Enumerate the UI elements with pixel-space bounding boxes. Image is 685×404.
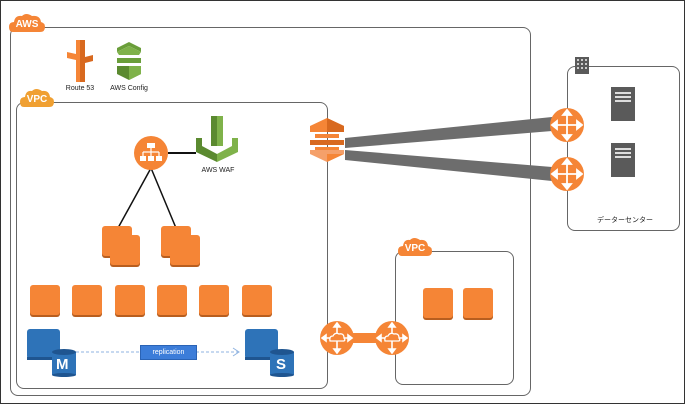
rds-master: M [27,329,77,377]
aws-config-icon [117,42,141,80]
corporate-datacenter-icon [575,57,589,74]
vpc-main-tag: VPC [20,88,54,108]
customer-gateway-router-icon [550,108,584,142]
instance [242,285,272,315]
cloud-icon [398,238,432,256]
instance [72,285,102,315]
cloud-icon [9,14,45,32]
rds-master-icon [27,329,76,377]
aws-config-label: AWS Config [110,85,148,92]
aws-cloud-tag: AWS [9,13,45,33]
vpc-peer-tag-label: VPC [404,243,426,254]
instance [110,235,140,265]
instance [157,285,187,315]
vpc-peer-tag: VPC [398,237,432,257]
rds-slave-letter: S [276,356,287,373]
load-balancer-icon [134,136,168,170]
aws-waf-label: AWS WAF [201,167,235,174]
instance [115,285,145,315]
vpc-peer-group [395,251,514,385]
instance [463,288,493,318]
server-icon [611,143,635,177]
rds-slave: S [245,329,295,377]
route53-icon [67,40,93,82]
aws-tag-label: AWS [15,19,39,30]
customer-gateway-router-icon [550,157,584,191]
vpc-main-tag-label: VPC [26,94,48,105]
vpc-peering-router-icon [320,321,354,355]
instance [170,235,200,265]
replication-label: replication [140,345,197,360]
route53-label: Route 53 [65,85,95,92]
rds-master-letter: M [56,356,69,373]
peering-link [352,333,378,343]
instance [423,288,453,318]
virtual-gateway-icon [310,118,344,162]
datacenter-label: データーセンター [597,217,653,224]
vpc-peering-router-icon [375,321,409,355]
server-icon [611,87,635,121]
instance [30,285,60,315]
aws-waf-icon [196,116,238,162]
cloud-icon [20,89,54,107]
rds-slave-icon [245,329,294,377]
instance [199,285,229,315]
